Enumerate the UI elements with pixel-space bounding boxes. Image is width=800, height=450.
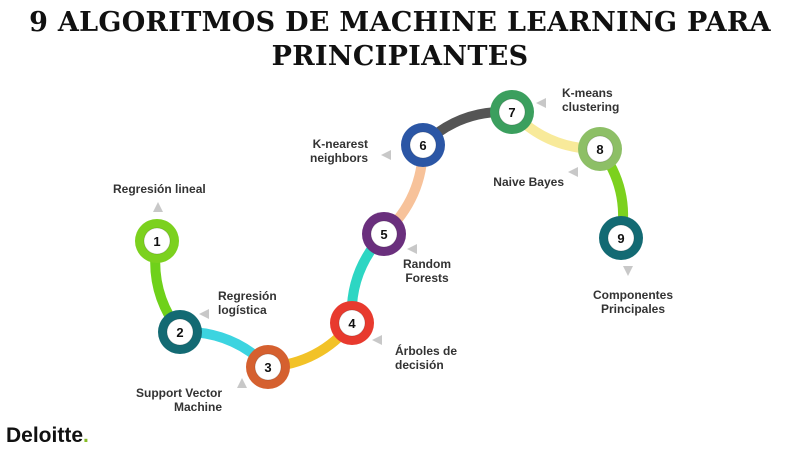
step-6-center — [409, 131, 437, 159]
step-9-label-line-2: Principales — [600, 302, 666, 316]
step-1-center — [143, 227, 171, 255]
step-6-label-line-2: neighbors — [309, 151, 368, 165]
step-8-center — [586, 135, 614, 163]
step-2-label-line-2: logística — [218, 303, 267, 317]
title-line-1: 9 ALGORITMOS DE MACHINE LEARNING PARA — [29, 7, 771, 38]
step-6-label-line-1: K-nearest — [312, 137, 368, 151]
step-1-label-line-1: Regresión lineal — [113, 182, 206, 196]
step-9-number: 9 — [617, 231, 624, 246]
step-2-label-line-1: Regresión — [218, 289, 277, 303]
step-2-center — [166, 318, 194, 346]
logo-dot: . — [83, 424, 89, 447]
pointer-marker-1 — [153, 202, 163, 212]
step-5-label-line-1: Random — [403, 257, 451, 271]
step-3-label-line-2: Machine — [173, 400, 222, 414]
title-line-2: PRINCIPIANTES — [271, 41, 529, 72]
pointer-marker-2 — [199, 309, 209, 319]
logo-text: Deloitte — [6, 424, 84, 447]
pointer-marker-8 — [568, 167, 578, 177]
pointer-marker-6 — [381, 150, 391, 160]
step-3-center — [254, 353, 282, 381]
step-1-number: 1 — [153, 234, 160, 249]
pointer-marker-9 — [623, 266, 633, 276]
pointer-marker-4 — [372, 335, 382, 345]
step-5-label-line-2: Forests — [405, 271, 449, 285]
step-2-number: 2 — [176, 325, 183, 340]
step-3-label-line-1: Support Vector — [135, 386, 222, 400]
step-4-center — [338, 309, 366, 337]
step-1-label: Regresión lineal — [113, 182, 206, 196]
step-4-label-line-1: Árboles de — [395, 344, 458, 358]
step-7-center — [498, 98, 526, 126]
step-3-number: 3 — [264, 360, 271, 375]
step-9-center — [607, 224, 635, 252]
step-8-label: Naive Bayes — [493, 175, 564, 189]
step-8-number: 8 — [596, 142, 603, 157]
step-6-number: 6 — [419, 138, 426, 153]
step-5-number: 5 — [380, 227, 387, 242]
step-8-label-line-1: Naive Bayes — [493, 175, 564, 189]
pointer-marker-5 — [407, 244, 417, 254]
step-4-number: 4 — [348, 316, 356, 331]
pointer-marker-7 — [536, 98, 546, 108]
step-9-label-line-1: Componentes — [592, 288, 674, 302]
step-7-number: 7 — [508, 105, 515, 120]
step-5-center — [370, 220, 398, 248]
page-title: 9 ALGORITMOS DE MACHINE LEARNING PARA PR… — [0, 6, 800, 74]
step-7-label-line-1: K-means — [562, 86, 613, 100]
pointer-marker-3 — [237, 378, 247, 388]
step-4-label-line-2: decisión — [395, 358, 444, 372]
step-7-label-line-2: clustering — [562, 100, 620, 114]
deloitte-logo: Deloitte. — [6, 424, 89, 448]
